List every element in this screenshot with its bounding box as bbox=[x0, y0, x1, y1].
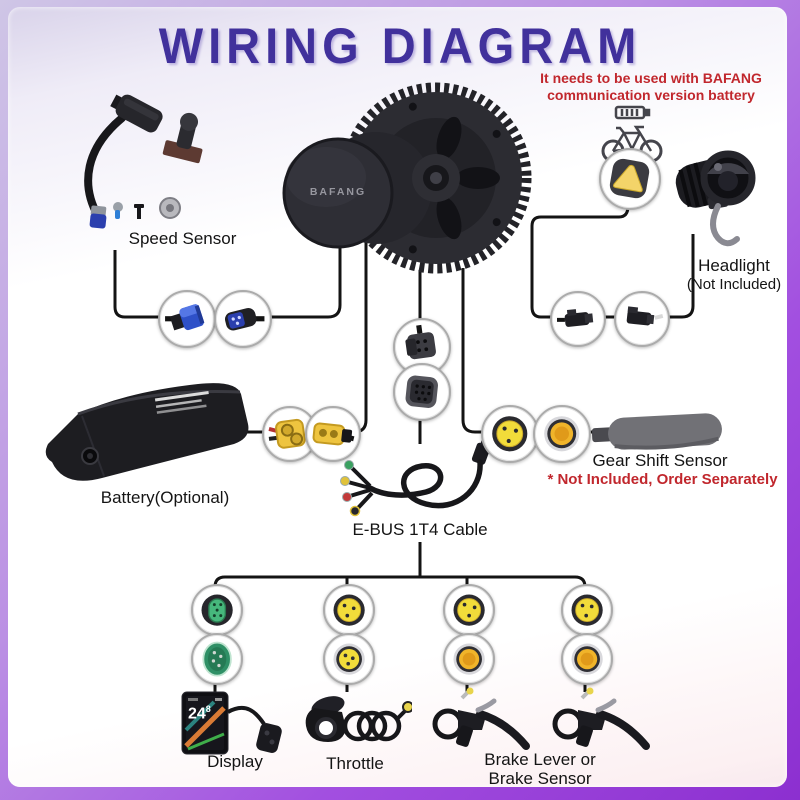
gear-shift-wire bbox=[461, 268, 604, 434]
ebus-cable-image bbox=[340, 439, 491, 517]
display-plug-green-icon bbox=[191, 584, 243, 636]
brake1-socket-amber-icon bbox=[443, 633, 495, 685]
headlight-plug-black-icon bbox=[550, 291, 606, 347]
headlight-port-yellow-triangle-icon bbox=[599, 148, 661, 210]
throttle-image bbox=[305, 696, 412, 742]
gear-shift-label: Gear Shift Sensor bbox=[592, 451, 728, 470]
gear-shift-plug-yellow-icon bbox=[481, 405, 539, 463]
brake-lever-right-image bbox=[552, 687, 650, 750]
ebus-cable-label: E-BUS 1T4 Cable bbox=[352, 520, 488, 539]
gear-shift-note-label: * Not Included, Order Separately bbox=[547, 471, 778, 488]
display-socket-green-icon bbox=[191, 633, 243, 685]
battery-image bbox=[45, 383, 249, 481]
motor-ebus-socket-icon bbox=[393, 363, 451, 421]
headlight-socket-black-icon bbox=[614, 291, 670, 347]
warning-line1: It needs to be used with BAFANG bbox=[540, 70, 762, 86]
display-label: Display bbox=[207, 752, 263, 771]
motor-image bbox=[282, 82, 532, 274]
brake2-socket-amber-icon bbox=[561, 633, 613, 685]
speed-socket-blue-icon bbox=[214, 290, 272, 348]
battery-label: Battery(Optional) bbox=[100, 488, 230, 507]
speed-sensor-label: Speed Sensor bbox=[128, 229, 237, 248]
throttle-plug-yellow-icon bbox=[323, 584, 375, 636]
display-speed-value: 248 bbox=[188, 704, 211, 723]
brake1-plug-yellow-icon bbox=[443, 584, 495, 636]
motor-ebus-plug-icon bbox=[393, 318, 451, 376]
motor-brand-text: BAFANG bbox=[309, 186, 367, 198]
tree-main-wire bbox=[213, 575, 587, 692]
brake-label: Brake Lever or Brake Sensor bbox=[460, 750, 620, 788]
speed-sensor-image bbox=[84, 94, 203, 229]
headlight-label: Headlight bbox=[698, 256, 770, 275]
battery-xt60-male-icon bbox=[305, 406, 361, 462]
throttle-socket-amber-icon bbox=[323, 633, 375, 685]
page-title: WIRING DIAGRAM bbox=[158, 17, 642, 74]
headlight-image bbox=[675, 150, 756, 247]
gear-shift-socket-amber-icon bbox=[533, 405, 591, 463]
headlight-wire bbox=[530, 205, 695, 319]
throttle-label: Throttle bbox=[326, 754, 384, 773]
warning-line2: communication version battery bbox=[547, 87, 755, 103]
battery-xt60-female-icon bbox=[262, 406, 318, 462]
headlight-note-label: (Not Included) bbox=[686, 276, 782, 293]
speed-plug-blue-icon bbox=[158, 290, 216, 348]
display-image bbox=[180, 690, 292, 756]
brake-label-line2: Brake Sensor bbox=[488, 769, 592, 788]
brake-lever-left-image bbox=[432, 687, 530, 750]
gear-shift-sensor-image bbox=[591, 413, 722, 450]
brake2-plug-yellow-icon bbox=[561, 584, 613, 636]
warning-note: It needs to be used with BAFANG communic… bbox=[505, 70, 797, 104]
brake-label-line1: Brake Lever or bbox=[484, 750, 596, 769]
